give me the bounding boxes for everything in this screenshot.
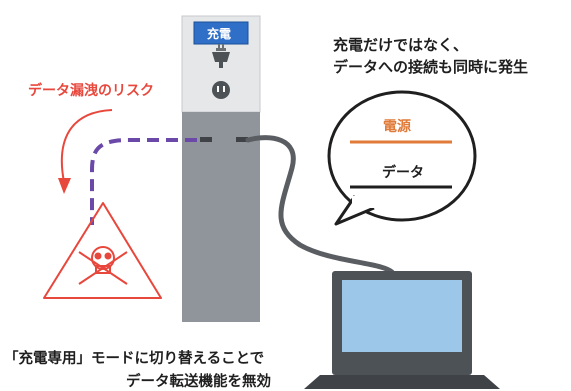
speech-caption-line1: 充電だけではなく、: [333, 36, 469, 54]
charge-sign-label: 充電: [207, 27, 232, 41]
data-leak-path: [90, 138, 197, 225]
skull-icon: [78, 246, 128, 285]
usb-port-right: [236, 137, 248, 142]
laptop-base: [304, 375, 500, 389]
data-label: データ: [382, 165, 424, 181]
risk-arrow: [60, 109, 113, 183]
speech-caption-line2: データへの接続も同時に発生: [333, 58, 529, 76]
warning-triangle: [43, 202, 162, 299]
usb-port-left: [200, 137, 212, 142]
charge-sign: [193, 21, 249, 45]
risk-label: データ漏洩のリスク: [28, 83, 154, 99]
outlet-icon: [212, 81, 230, 99]
risk-arrowhead: [58, 178, 71, 194]
plug-icon: [212, 44, 230, 68]
charging-cable: [245, 135, 395, 275]
mode-caption-line1: 「充電専用」モードに切り替えることで: [4, 351, 265, 367]
mode-caption-line2: データ転送機能を無効: [126, 374, 271, 390]
power-label: 電源: [383, 119, 411, 135]
laptop-screen: [342, 280, 462, 352]
station-body: [182, 112, 260, 322]
